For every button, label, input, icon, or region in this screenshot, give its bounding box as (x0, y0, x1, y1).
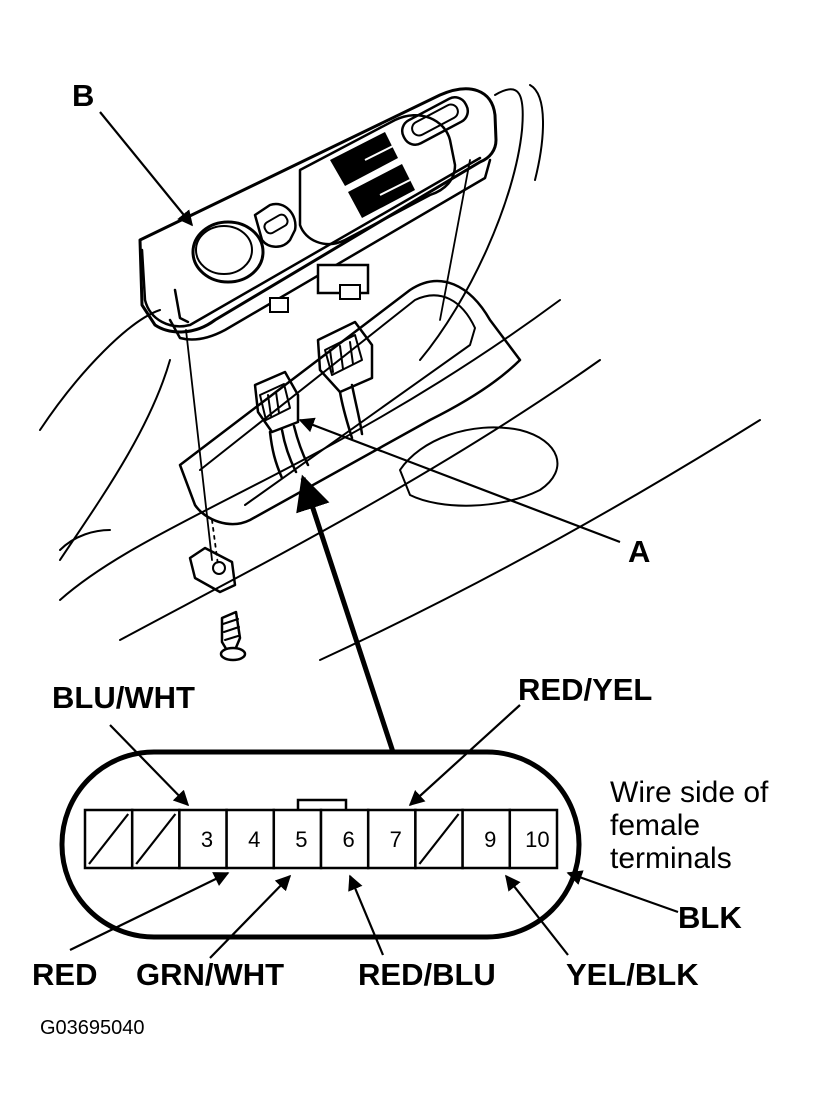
figure-id: G03695040 (40, 1017, 145, 1039)
wire-label-blu-wht: BLU/WHT (52, 680, 195, 715)
unused-terminal-mark (135, 813, 177, 865)
wire-label-red-blu: RED/BLU (358, 957, 496, 992)
wire-label-yel-blk: YEL/BLK (566, 957, 699, 992)
harness-connectors (253, 320, 374, 480)
unused-terminal-mark (88, 813, 130, 865)
connector-face: 3 4 5 6 7 9 10 (59, 749, 582, 940)
callout-b-label: B (72, 78, 94, 113)
terminal-number: 5 (295, 827, 307, 852)
unused-terminal-mark (418, 813, 460, 865)
terminal-row: 3 4 5 6 7 9 10 (83, 808, 559, 870)
wire-label-leaders (69, 704, 679, 959)
wire-label-blk: BLK (678, 900, 742, 935)
terminal-number: 7 (390, 827, 402, 852)
wire-label-grn-wht: GRN/WHT (136, 957, 284, 992)
wire-label-red: RED (32, 957, 97, 992)
wire-side-note-line3: terminals (610, 842, 732, 875)
terminal-number: 4 (248, 827, 260, 852)
terminal-number: 6 (342, 827, 354, 852)
terminal-cell (508, 808, 559, 870)
callout-arrows (99, 111, 621, 753)
wire-label-red-yel: RED/YEL (518, 672, 652, 707)
terminal-number: 3 (201, 827, 213, 852)
terminal-cell (319, 808, 370, 870)
wire-side-note-line1: Wire side of (610, 776, 769, 809)
terminal-cell (272, 808, 323, 870)
power-window-master-switch (138, 87, 498, 561)
terminal-number: 10 (525, 827, 549, 852)
terminal-cell (178, 808, 228, 870)
terminal-number: 9 (484, 827, 496, 852)
mounting-screw (188, 519, 247, 662)
door-panel-illustration (39, 84, 761, 661)
wire-side-note-line2: female (610, 809, 700, 842)
callout-a-label: A (628, 534, 650, 569)
